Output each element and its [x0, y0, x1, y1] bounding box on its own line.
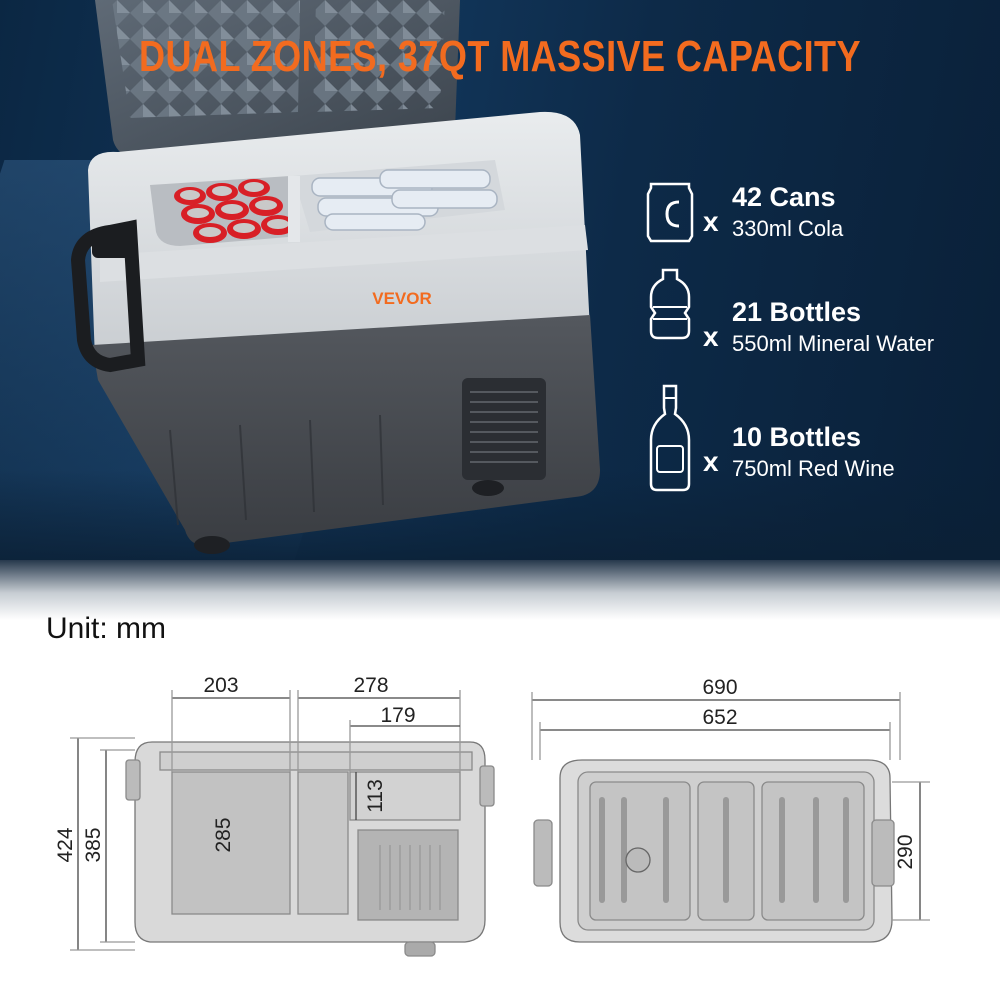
top-view-diagram: 690 652 290 [531, 676, 930, 943]
fridge-product-image: VEVOR [70, 0, 600, 554]
dim-278: 278 [353, 674, 388, 697]
dim-385: 385 [82, 827, 105, 862]
capacity-item-water: x 21 Bottles 550ml Mineral Water [645, 268, 985, 375]
multiplier-sign: x [703, 446, 719, 477]
cola-cans [174, 179, 295, 243]
capacity-description: 550ml Mineral Water [732, 331, 935, 356]
capacity-description: 330ml Cola [732, 216, 844, 241]
dim-690: 690 [702, 676, 737, 699]
dim-424: 424 [54, 827, 77, 862]
unit-label: Unit: mm [46, 612, 166, 645]
multiplier-sign: x [703, 321, 719, 352]
headline: DUAL ZONES, 37QT MASSIVE CAPACITY [139, 32, 861, 81]
multiplier-sign: x [703, 206, 719, 237]
wine-bottle-icon [649, 384, 691, 492]
dim-285: 285 [212, 817, 235, 852]
hero-banner: VEVOR DUAL ZONES, 37QT MASSIVE CAPACITY … [0, 0, 1000, 580]
capacity-item-wine: x 10 Bottles 750ml Red Wine [645, 384, 985, 500]
dim-179: 179 [380, 704, 415, 727]
capacity-description: 750ml Red Wine [732, 456, 895, 481]
can-icon [646, 182, 694, 243]
dim-290: 290 [894, 834, 917, 869]
side-view-diagram: 203 278 179 113 285 424 385 [54, 674, 495, 957]
capacity-quantity: 21 Bottles [732, 297, 862, 327]
water-bottle-icon [649, 268, 691, 340]
capacity-item-cans: x 42 Cans 330ml Cola [645, 180, 985, 260]
dim-113: 113 [364, 779, 387, 812]
dim-203: 203 [203, 674, 238, 697]
dim-652: 652 [702, 706, 737, 729]
section-divider [0, 560, 1000, 620]
capacity-quantity: 10 Bottles [732, 422, 862, 452]
capacity-quantity: 42 Cans [732, 182, 836, 212]
brand-logo: VEVOR [372, 289, 432, 308]
water-bottles [311, 169, 498, 231]
